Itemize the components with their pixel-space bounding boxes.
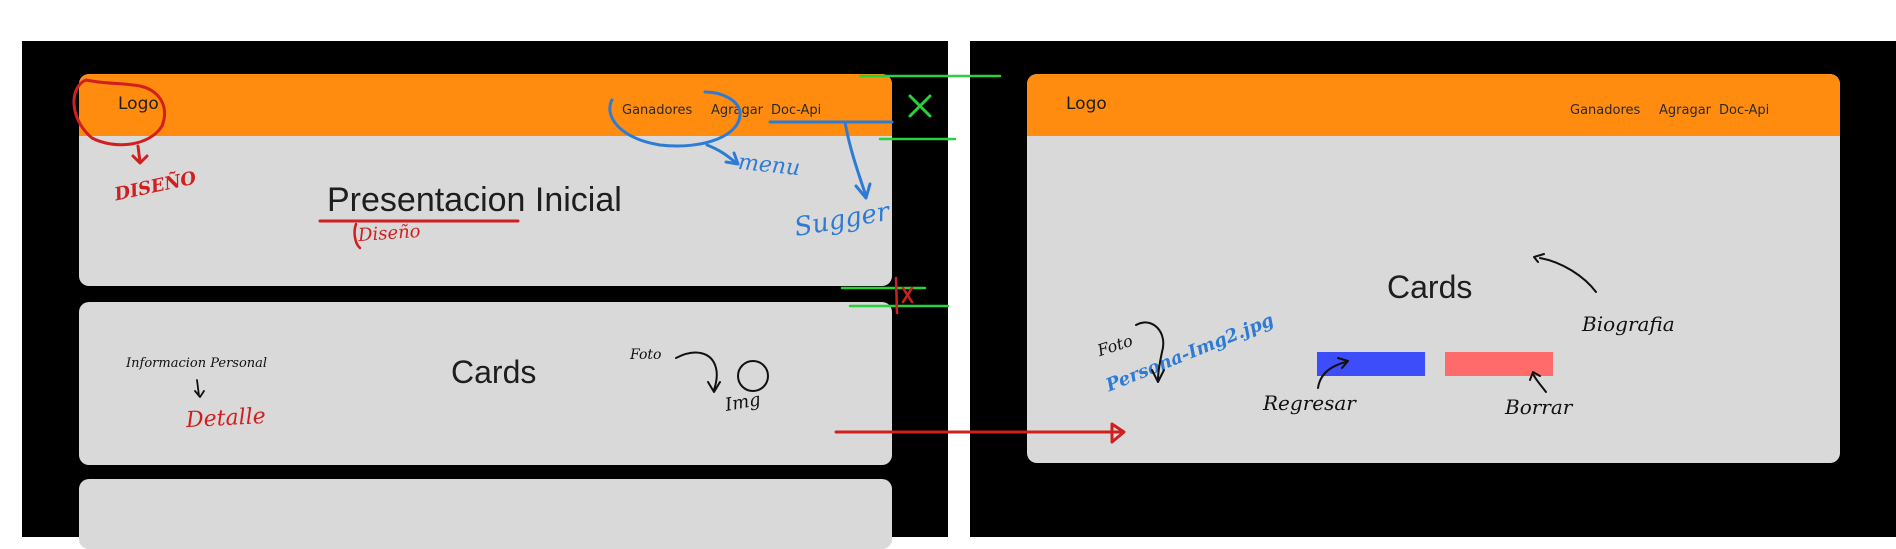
cards-title: Cards (451, 354, 537, 390)
regresar-label: Regresar (1263, 391, 1356, 415)
third-section-card (79, 479, 892, 549)
hero-title: Presentacion Inicial (327, 181, 622, 219)
nav-item-agragar[interactable]: Agragar (711, 103, 764, 118)
nav-item-ganadores[interactable]: Ganadores (622, 103, 693, 118)
header-bar: Logo Ganadores Agragar Doc-Api (79, 74, 892, 136)
diseno-title-note: Diseño (357, 220, 422, 247)
header-bar: Logo Ganadores Agragar Doc-Api (1027, 74, 1840, 136)
info-personal-note: Informacion Personal (126, 356, 268, 371)
cards-section-card: Cards Informacion Personal Detalle Foto … (79, 302, 892, 465)
foto-note: Foto (630, 347, 662, 363)
biografia-note: Biografia (1582, 312, 1675, 336)
cards-title: Cards (1387, 269, 1473, 305)
logo[interactable]: Logo (1066, 94, 1107, 114)
nav-item-doc-api[interactable]: Doc-Api (1719, 103, 1770, 118)
presentation-card: Logo Ganadores Agragar Doc-Api Presentac… (79, 74, 892, 286)
left-board: Logo Ganadores Agragar Doc-Api Presentac… (22, 41, 948, 549)
foto-note: Foto (1094, 330, 1135, 361)
logo[interactable]: Logo (118, 94, 159, 114)
borrar-button[interactable] (1445, 352, 1553, 376)
cards-detail-card: Logo Ganadores Agragar Doc-Api Cards Bio… (1027, 74, 1840, 463)
img-note: Img (723, 389, 763, 416)
nav-item-ganadores[interactable]: Ganadores (1570, 103, 1641, 118)
detalle-note: Detalle (185, 403, 267, 434)
nav-item-agragar[interactable]: Agragar (1659, 103, 1712, 118)
regresar-button[interactable] (1317, 352, 1425, 376)
persona-img-note: Persona-Img2.jpg (1103, 309, 1277, 397)
nav-item-doc-api[interactable]: Doc-Api (771, 103, 822, 118)
right-board: Logo Ganadores Agragar Doc-Api Cards Bio… (970, 41, 1896, 537)
borrar-label: Borrar (1505, 395, 1573, 419)
image-placeholder-icon (737, 360, 769, 392)
